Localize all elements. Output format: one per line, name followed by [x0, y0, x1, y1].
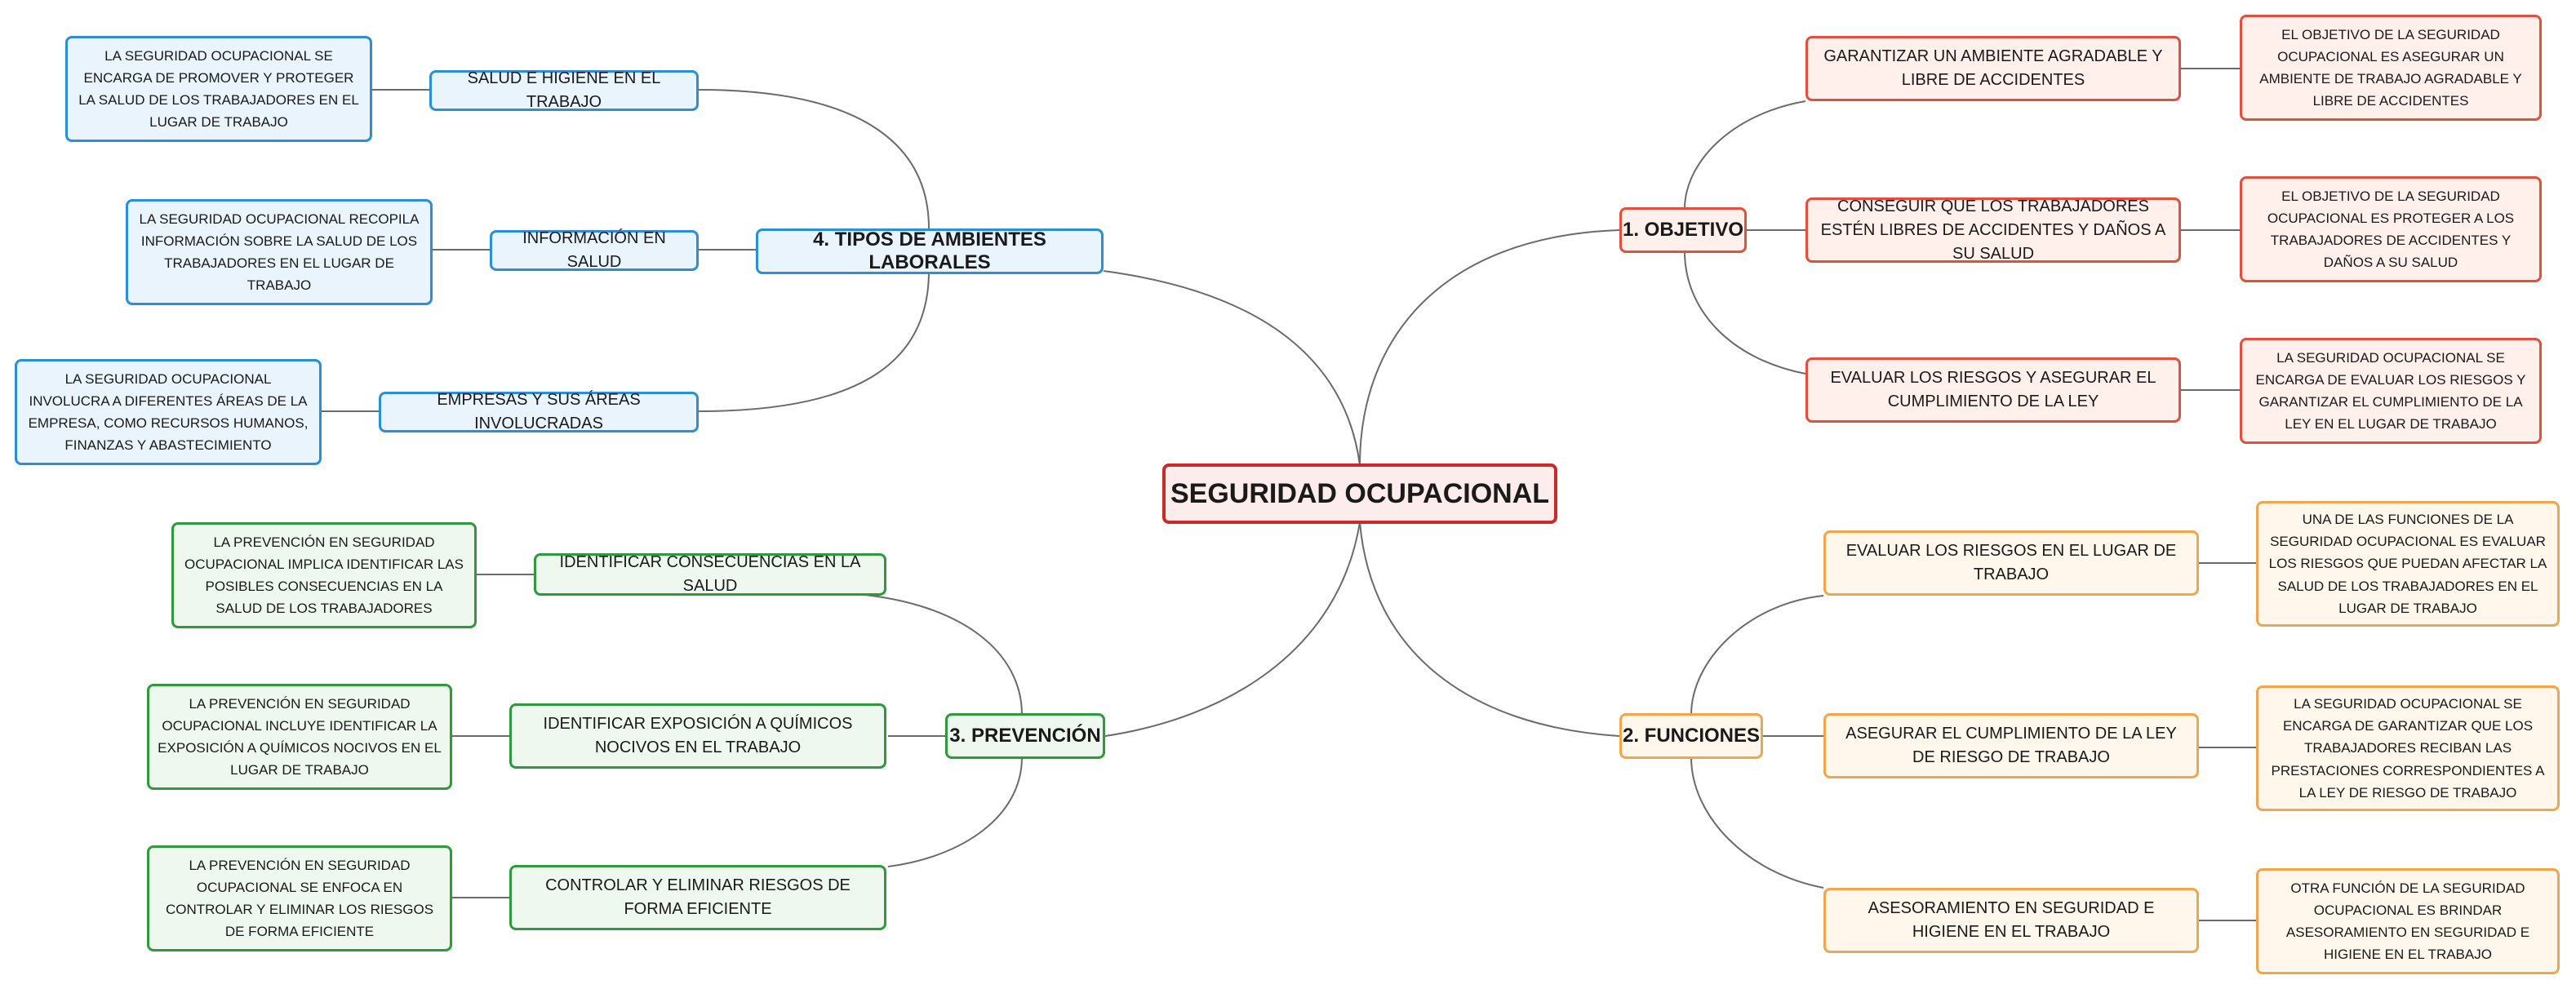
funciones-detail-2[interactable]: LA SEGURIDAD OCUPACIONAL SE ENCARGA DE G…: [2256, 685, 2560, 811]
edge-root-funciones: [1359, 521, 1620, 737]
tipos-detail-3-text: LA SEGURIDAD OCUPACIONAL INVOLUCRA A DIF…: [28, 370, 309, 454]
edge-funciones-sub3: [1690, 756, 1824, 889]
objetivo-detail-3[interactable]: LA SEGURIDAD OCUPACIONAL SE ENCARGA DE E…: [2240, 338, 2542, 444]
edge-root-objetivo: [1359, 229, 1620, 466]
branch-prevencion-label: 3. PREVENCIÓN: [949, 725, 1101, 747]
tipos-topic-3-label: EMPRESAS Y SUS ÁREAS INVOLUCRADAS: [437, 391, 641, 432]
funciones-detail-1-text: UNA DE LAS FUNCIONES DE LA SEGURIDAD OCU…: [2268, 512, 2547, 616]
objetivo-topic-1-label: GARANTIZAR UN AMBIENTE AGRADABLE Y LIBRE…: [1823, 47, 2163, 89]
funciones-topic-2-label: ASEGURAR EL CUMPLIMIENTO DE LA LEY DE RI…: [1845, 725, 2177, 766]
branch-funciones[interactable]: 2. FUNCIONES: [1619, 713, 1763, 759]
prevencion-detail-3[interactable]: LA PREVENCIÓN EN SEGURIDAD OCUPACIONAL S…: [147, 845, 452, 951]
edge-objetivo-sub1: [1684, 100, 1806, 210]
tipos-detail-2[interactable]: LA SEGURIDAD OCUPACIONAL RECOPILA INFORM…: [126, 199, 433, 305]
branch-objetivo[interactable]: 1. OBJETIVO: [1619, 207, 1747, 253]
edge-root-tipos: [1103, 270, 1361, 466]
funciones-detail-1[interactable]: UNA DE LAS FUNCIONES DE LA SEGURIDAD OCU…: [2256, 501, 2560, 627]
prevencion-detail-2[interactable]: LA PREVENCIÓN EN SEGURIDAD OCUPACIONAL I…: [147, 684, 452, 790]
funciones-topic-1-label: EVALUAR LOS RIESGOS EN EL LUGAR DE TRABA…: [1845, 542, 2177, 583]
funciones-detail-3-text: OTRA FUNCIÓN DE LA SEGURIDAD OCUPACIONAL…: [2285, 880, 2530, 963]
edge-tipos-sub1: [698, 89, 930, 229]
objetivo-detail-2-text: EL OBJETIVO DE LA SEGURIDAD OCUPACIONAL …: [2267, 188, 2515, 271]
funciones-detail-3[interactable]: OTRA FUNCIÓN DE LA SEGURIDAD OCUPACIONAL…: [2256, 868, 2560, 974]
tipos-topic-1-label: SALUD E HIGIENE EN EL TRABAJO: [467, 69, 661, 111]
objetivo-detail-1[interactable]: EL OBJETIVO DE LA SEGURIDAD OCUPACIONAL …: [2240, 15, 2542, 121]
objetivo-topic-2[interactable]: CONSEGUIR QUE LOS TRABAJADORES ESTÉN LIB…: [1805, 197, 2181, 263]
objetivo-detail-3-text: LA SEGURIDAD OCUPACIONAL SE ENCARGA DE E…: [2255, 349, 2526, 432]
branch-prevencion[interactable]: 3. PREVENCIÓN: [945, 713, 1105, 759]
funciones-topic-3[interactable]: ASESORAMIENTO EN SEGURIDAD E HIGIENE EN …: [1823, 888, 2199, 953]
tipos-topic-2[interactable]: INFORMACIÓN EN SALUD: [490, 229, 699, 271]
prevencion-detail-1-text: LA PREVENCIÓN EN SEGURIDAD OCUPACIONAL I…: [184, 534, 464, 617]
prevencion-topic-2[interactable]: IDENTIFICAR EXPOSICIÓN A QUÍMICOS NOCIVO…: [509, 703, 886, 769]
tipos-topic-2-label: INFORMACIÓN EN SALUD: [522, 229, 666, 271]
objetivo-topic-1[interactable]: GARANTIZAR UN AMBIENTE AGRADABLE Y LIBRE…: [1805, 36, 2181, 101]
central-topic-label: SEGURIDAD OCUPACIONAL: [1170, 477, 1550, 509]
prevencion-topic-1[interactable]: IDENTIFICAR CONSECUENCIAS EN LA SALUD: [534, 553, 886, 596]
tipos-detail-3[interactable]: LA SEGURIDAD OCUPACIONAL INVOLUCRA A DIF…: [15, 359, 322, 465]
prevencion-topic-3[interactable]: CONTROLAR Y ELIMINAR RIESGOS DE FORMA EF…: [509, 865, 886, 930]
objetivo-detail-1-text: EL OBJETIVO DE LA SEGURIDAD OCUPACIONAL …: [2259, 26, 2522, 109]
prevencion-detail-1[interactable]: LA PREVENCIÓN EN SEGURIDAD OCUPACIONAL I…: [171, 522, 477, 628]
prevencion-topic-3-label: CONTROLAR Y ELIMINAR RIESGOS DE FORMA EF…: [545, 876, 851, 918]
objetivo-detail-2[interactable]: EL OBJETIVO DE LA SEGURIDAD OCUPACIONAL …: [2240, 176, 2542, 282]
edge-objetivo-sub3: [1684, 251, 1806, 375]
prevencion-topic-1-label: IDENTIFICAR CONSECUENCIAS EN LA SALUD: [559, 553, 861, 595]
edge-prevencion-sub3: [887, 756, 1023, 867]
objetivo-topic-2-label: CONSEGUIR QUE LOS TRABAJADORES ESTÉN LIB…: [1820, 197, 2166, 263]
edge-root-prevencion: [1104, 521, 1361, 737]
tipos-detail-2-text: LA SEGURIDAD OCUPACIONAL RECOPILA INFORM…: [139, 211, 420, 294]
funciones-topic-1[interactable]: EVALUAR LOS RIESGOS EN EL LUGAR DE TRABA…: [1823, 530, 2199, 596]
tipos-detail-1-text: LA SEGURIDAD OCUPACIONAL SE ENCARGA DE P…: [78, 47, 359, 131]
funciones-topic-3-label: ASESORAMIENTO EN SEGURIDAD E HIGIENE EN …: [1868, 899, 2155, 941]
prevencion-detail-3-text: LA PREVENCIÓN EN SEGURIDAD OCUPACIONAL S…: [165, 857, 434, 940]
funciones-topic-2[interactable]: ASEGURAR EL CUMPLIMIENTO DE LA LEY DE RI…: [1823, 713, 2199, 778]
tipos-topic-1[interactable]: SALUD E HIGIENE EN EL TRABAJO: [429, 69, 699, 111]
central-topic[interactable]: SEGURIDAD OCUPACIONAL: [1162, 463, 1557, 524]
branch-objetivo-label: 1. OBJETIVO: [1622, 219, 1744, 241]
branch-tipos-ambientes-label: 4. TIPOS DE AMBIENTES LABORALES: [813, 228, 1046, 273]
objetivo-topic-3[interactable]: EVALUAR LOS RIESGOS Y ASEGURAR EL CUMPLI…: [1805, 357, 2181, 423]
edge-funciones-sub1: [1690, 595, 1824, 716]
edge-prevencion-sub1: [856, 593, 1023, 716]
funciones-detail-2-text: LA SEGURIDAD OCUPACIONAL SE ENCARGA DE G…: [2271, 696, 2545, 801]
branch-funciones-label: 2. FUNCIONES: [1622, 725, 1761, 747]
prevencion-topic-2-label: IDENTIFICAR EXPOSICIÓN A QUÍMICOS NOCIVO…: [543, 715, 853, 756]
branch-tipos-ambientes[interactable]: 4. TIPOS DE AMBIENTES LABORALES: [756, 228, 1104, 274]
objetivo-topic-3-label: EVALUAR LOS RIESGOS Y ASEGURAR EL CUMPLI…: [1830, 369, 2156, 410]
tipos-topic-3[interactable]: EMPRESAS Y SUS ÁREAS INVOLUCRADAS: [379, 391, 699, 432]
prevencion-detail-2-text: LA PREVENCIÓN EN SEGURIDAD OCUPACIONAL I…: [158, 695, 442, 778]
edge-tipos-sub3: [698, 270, 930, 412]
tipos-detail-1[interactable]: LA SEGURIDAD OCUPACIONAL SE ENCARGA DE P…: [65, 36, 372, 142]
